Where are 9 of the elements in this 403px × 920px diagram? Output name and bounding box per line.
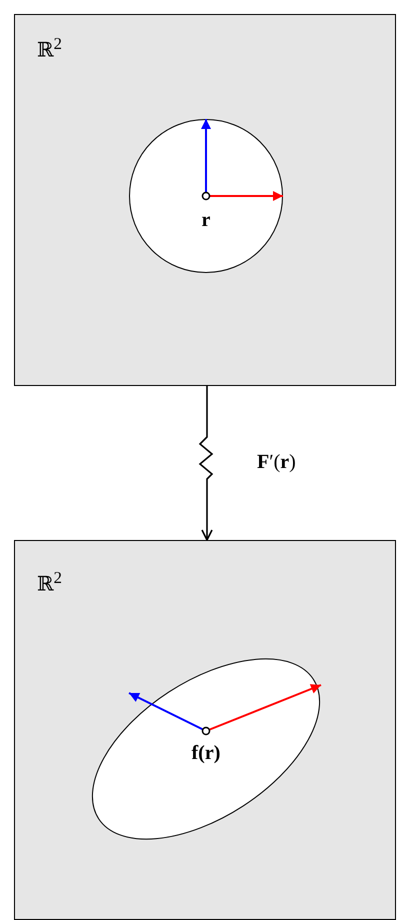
space-label: ℝ$^{2}$: [37, 33, 62, 62]
space-label: ℝ$^{2}$: [37, 567, 62, 596]
point-label: r: [202, 209, 210, 231]
plane-panel: [14, 14, 396, 386]
point-label: f(r): [192, 742, 220, 764]
circle-region: [129, 119, 283, 273]
edge-label: F′(r): [257, 451, 296, 473]
squiggly-arrow: [198, 386, 214, 541]
plane-panel: [14, 540, 396, 920]
